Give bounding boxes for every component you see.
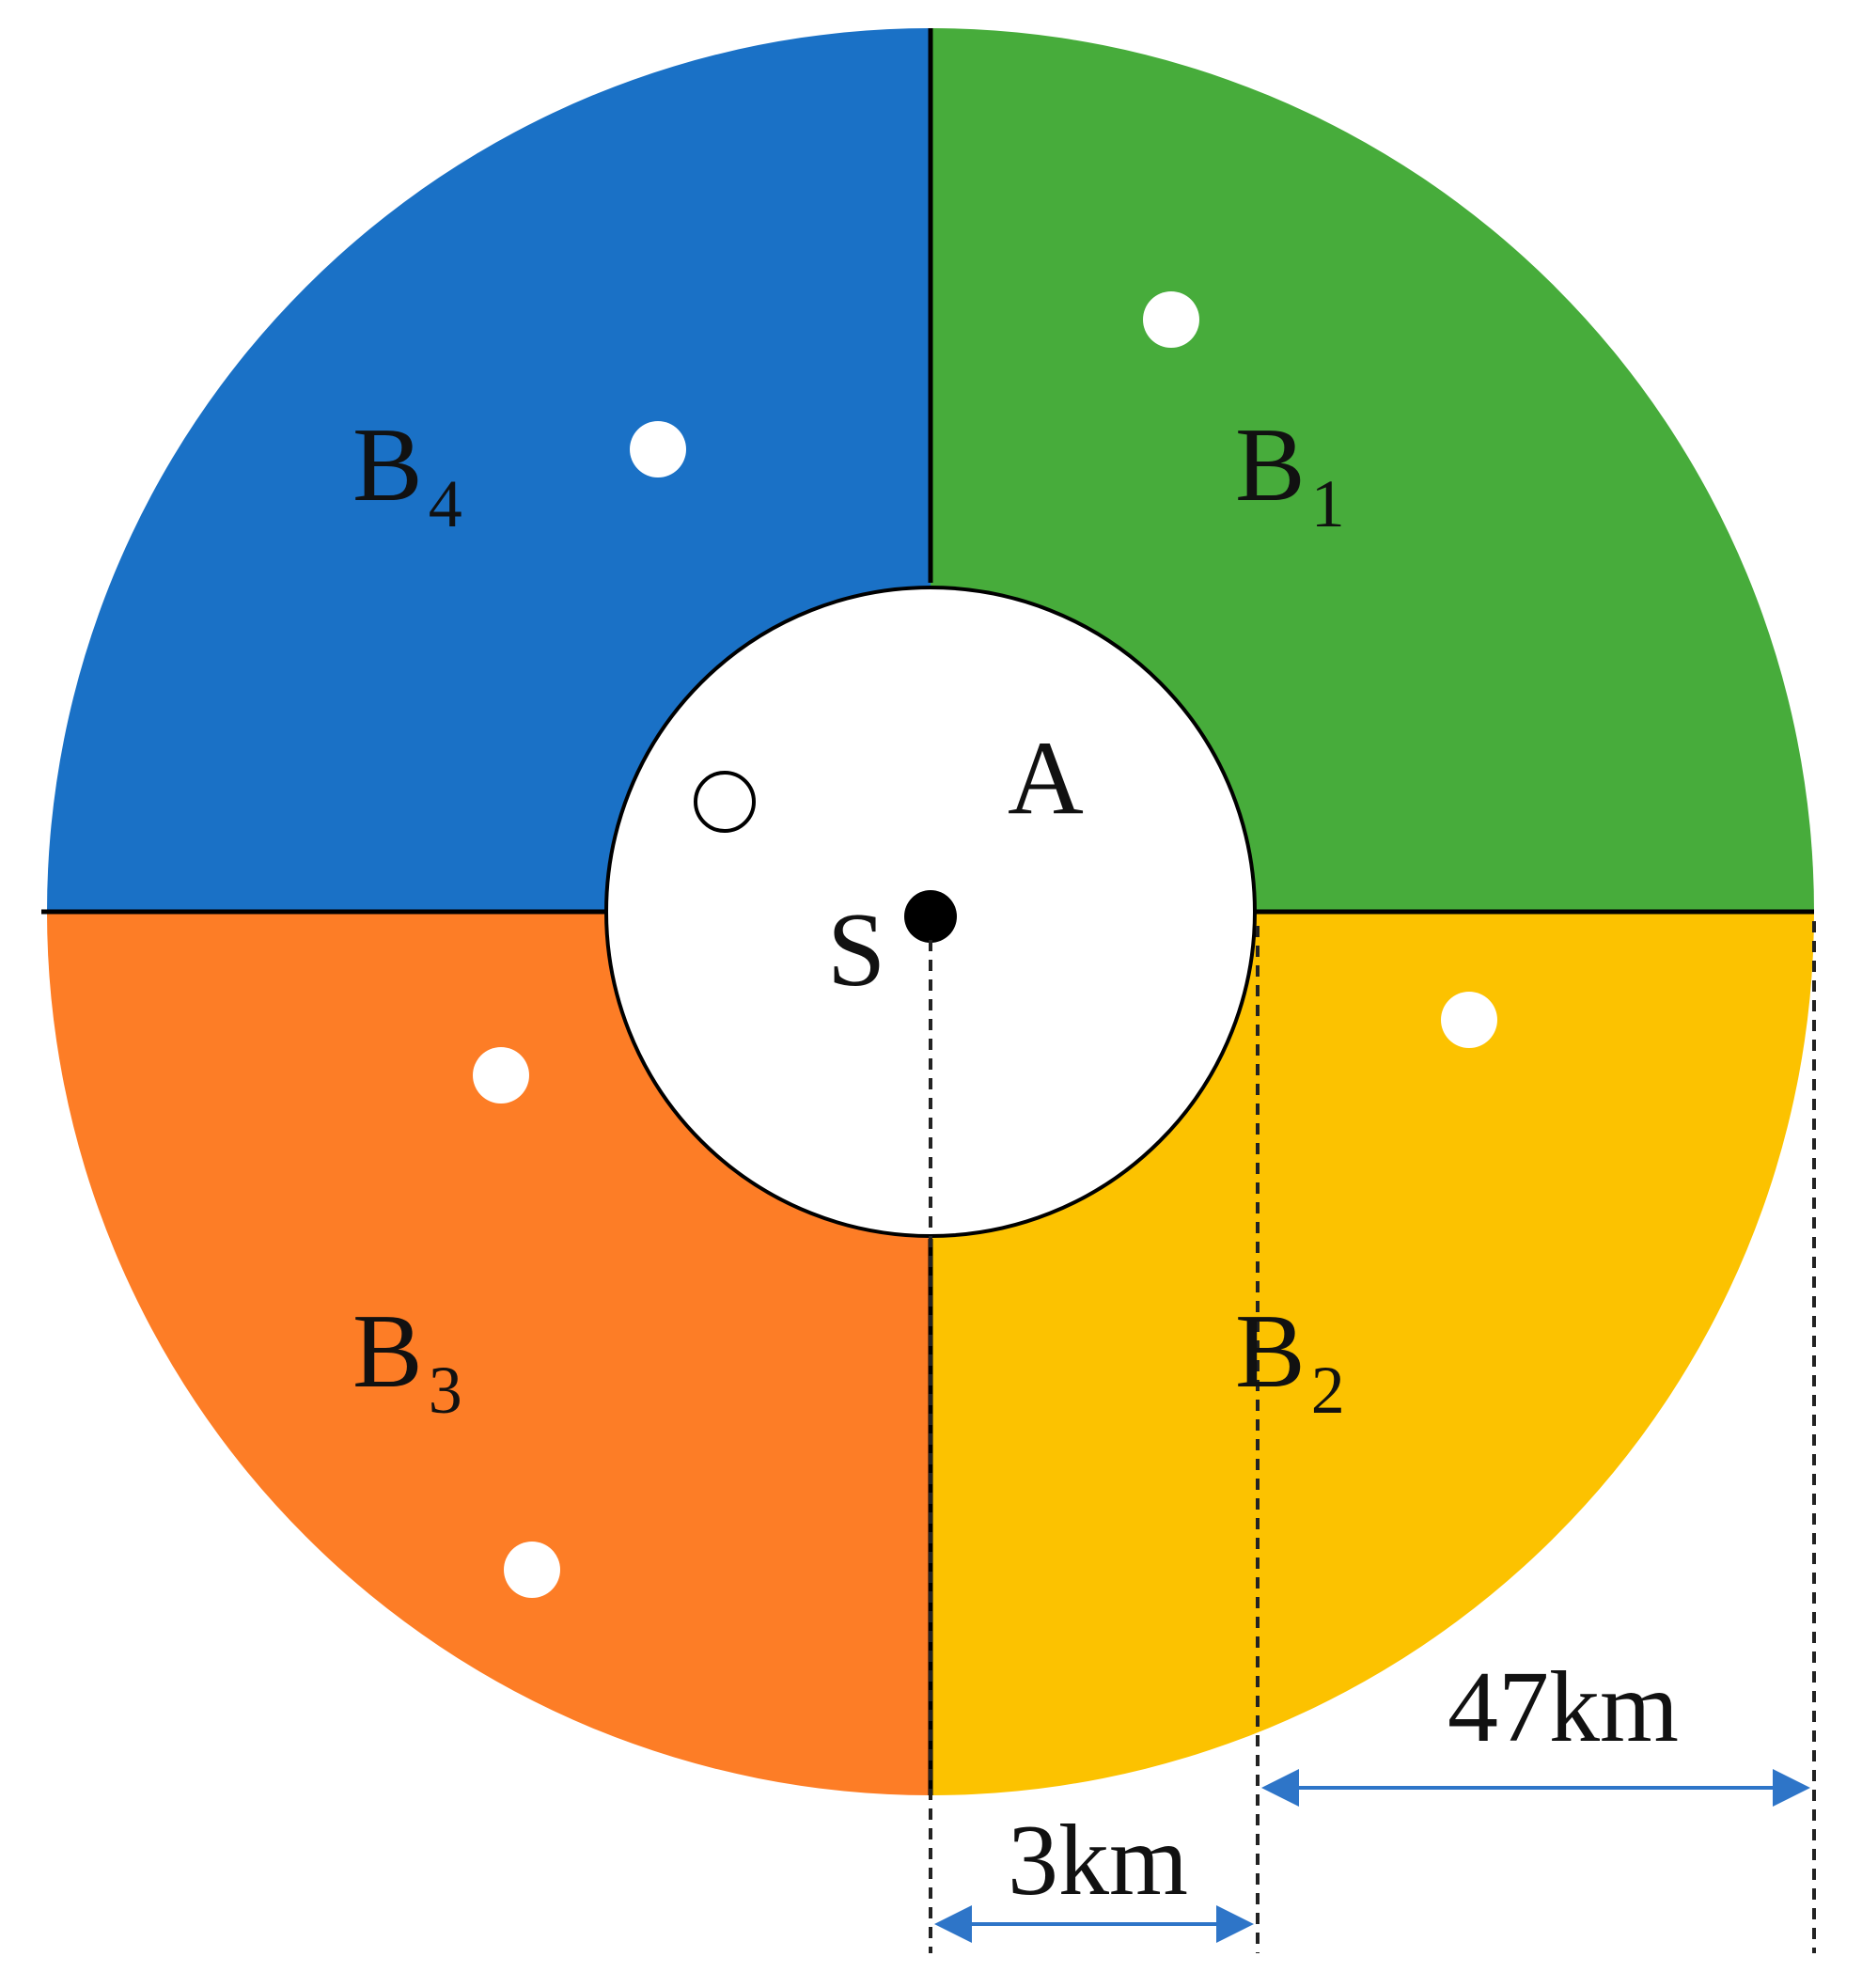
label-ring-width: 47km — [1447, 1651, 1679, 1763]
node-dot-b2 — [1441, 992, 1497, 1048]
center-point-s — [904, 890, 957, 943]
node-hollow-dot-a — [694, 771, 756, 833]
label-inner-radius: 3km — [1008, 1805, 1188, 1917]
label-b2: B2 — [1235, 1293, 1345, 1428]
node-dot-b1 — [1143, 291, 1199, 348]
node-dot-b3-lower — [504, 1542, 560, 1598]
label-b3: B3 — [352, 1293, 462, 1428]
label-b4: B4 — [352, 407, 462, 541]
node-dot-b3-upper — [473, 1047, 529, 1104]
label-region-a: A — [1008, 720, 1084, 837]
node-dot-b4 — [630, 421, 686, 477]
label-b1: B1 — [1235, 407, 1345, 541]
label-center-s: S — [827, 892, 885, 1009]
